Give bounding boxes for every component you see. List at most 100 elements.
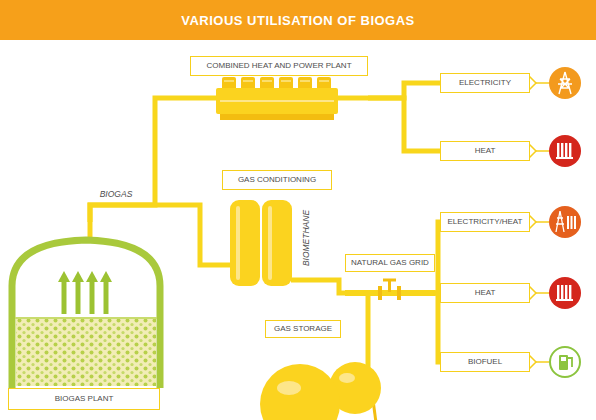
illustration-part: [222, 263, 231, 268]
illustration-part: [338, 96, 368, 101]
illustration-part: [190, 96, 216, 101]
gas-pipe: [366, 306, 371, 320]
illustration-part: [236, 206, 240, 280]
illustration-part: [556, 211, 564, 232]
title: VARIOUS UTILISATION OF BIOGAS: [181, 13, 415, 28]
output-node: ELECTRICITY: [440, 66, 582, 100]
illustration-part: [536, 150, 549, 152]
title-bar: VARIOUS UTILISATION OF BIOGAS: [0, 0, 596, 40]
illustration-part: [224, 80, 234, 82]
illustration-part: [16, 318, 156, 386]
illustration-part: [383, 279, 396, 282]
illustration-part: [62, 280, 67, 314]
illustration-part: [557, 143, 559, 159]
illustration-part: [556, 157, 573, 159]
illustration-part: [529, 286, 536, 300]
node-label: HEAT: [475, 288, 496, 298]
node-label: HEAT: [475, 146, 496, 156]
label-box: ELECTRICITY: [440, 73, 530, 93]
label-box: HEAT: [440, 283, 530, 303]
illustration-part: [529, 76, 536, 90]
illustration-part: [550, 347, 580, 377]
gas-pipe: [90, 205, 222, 265]
illustration-part: [388, 280, 391, 292]
illustration-part: [260, 364, 340, 420]
illustration-part: [549, 67, 581, 99]
node-label: GAS CONDITIONING: [238, 175, 316, 185]
process-node: COMBINED HEAT AND POWER PLANT: [190, 56, 368, 128]
illustration-part: [268, 206, 272, 280]
illustration-part: [76, 280, 81, 314]
illustration-part: [15, 317, 157, 319]
illustration-part: [58, 271, 70, 282]
illustration-part: [319, 80, 329, 82]
illustration-part: [561, 357, 566, 361]
illustration-part: [536, 361, 549, 363]
illustration-part: [262, 80, 272, 82]
process-node: NATURAL GAS GRID: [345, 254, 435, 306]
illustration-part: [549, 135, 581, 167]
process-node: BIOGAS PLANT: [8, 222, 164, 414]
illustration-part: [549, 67, 581, 99]
illustration-part: [86, 271, 98, 282]
illustration-part: [366, 293, 371, 306]
illustration-part: [568, 358, 572, 367]
flow-label: BIOGAS: [99, 189, 134, 199]
illustration-part: [281, 80, 291, 82]
illustration-part: [262, 200, 292, 286]
illustration-part: [550, 347, 580, 377]
illustration-part: [90, 280, 95, 314]
illustration-part: [300, 80, 310, 82]
illustration-part: [339, 373, 355, 383]
illustration-part: [529, 215, 536, 229]
illustration-part: [366, 320, 371, 368]
output-node: ELECTRICITY/HEAT: [440, 205, 582, 239]
illustration-part: [549, 277, 581, 309]
illustration-part: [565, 285, 567, 301]
node-label: BIOFUEL: [468, 357, 502, 367]
gas-pipe: [368, 98, 440, 151]
node-label: ELECTRICITY: [459, 78, 511, 88]
illustration-part: [243, 80, 253, 82]
label-box: GAS STORAGE: [265, 320, 341, 338]
illustration-part: [549, 206, 581, 238]
illustration-part: [559, 355, 568, 370]
illustration-part: [549, 277, 581, 309]
process-node: GAS STORAGE: [255, 320, 385, 420]
illustration-part: [72, 271, 84, 282]
illustration-part: [397, 286, 401, 300]
illustration-part: [104, 280, 109, 314]
illustration-part: [567, 216, 569, 229]
node-label: ELECTRICITY/HEAT: [448, 217, 523, 227]
output-node: HEAT: [440, 276, 582, 310]
label-box: NATURAL GAS GRID: [345, 254, 435, 272]
label-box: HEAT: [440, 141, 530, 161]
illustration-part: [536, 221, 549, 223]
illustration-part: [574, 216, 576, 229]
gas-pipe: [332, 280, 345, 293]
illustration-part: [558, 72, 572, 94]
illustration-part: [529, 355, 536, 369]
illustration-part: [220, 100, 334, 102]
process-node: GAS CONDITIONING: [222, 170, 332, 288]
output-node: HEAT: [440, 134, 582, 168]
flow-label-vertical: BIOMETHANE: [301, 209, 311, 267]
label-box: ELECTRICITY/HEAT: [440, 212, 530, 232]
illustration-part: [536, 82, 549, 84]
illustration-part: [220, 114, 334, 120]
illustration-part: [8, 222, 164, 414]
illustration-part: [571, 216, 573, 229]
illustration-part: [557, 285, 559, 301]
illustration-part: [561, 143, 563, 159]
node-label: COMBINED HEAT AND POWER PLANT: [206, 61, 351, 71]
label-box: GAS CONDITIONING: [222, 170, 332, 190]
illustration-part: [549, 135, 581, 167]
illustration-part: [277, 381, 301, 395]
illustration-part: [291, 278, 332, 283]
label-box: BIOGAS PLANT: [8, 388, 160, 410]
illustration-part: [12, 240, 160, 388]
label-box: COMBINED HEAT AND POWER PLANT: [190, 56, 368, 76]
illustration-part: [569, 143, 571, 159]
illustration-part: [230, 200, 260, 286]
